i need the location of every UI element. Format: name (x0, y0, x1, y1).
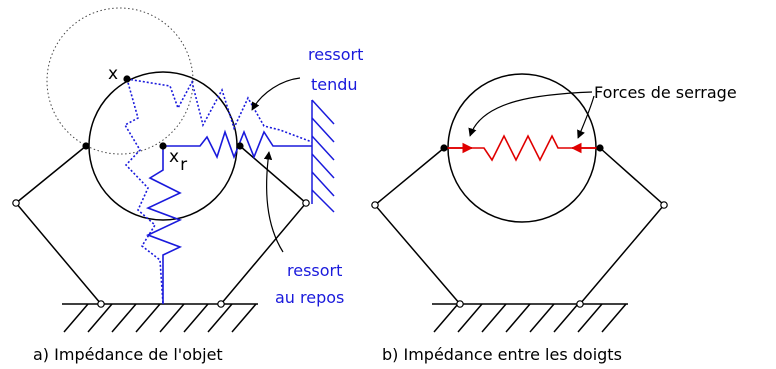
caption-b: b) Impédance entre les doigts (382, 345, 622, 364)
horizontal-spring-rest (163, 129, 312, 160)
vertical-spring-rest (145, 146, 183, 304)
joint-base-left-b (456, 300, 464, 308)
ground-right (432, 303, 628, 333)
panel-object-impedance: x xr ressort tendu ressort au repos a) I… (12, 7, 363, 364)
panel-finger-impedance: Forces de serrage b) Impédance entre les… (371, 73, 737, 364)
displaced-object-circle (46, 7, 194, 155)
contact-left-a (82, 142, 90, 150)
point-x-dot (123, 75, 131, 83)
arrow-to-rest-spring (263, 151, 284, 253)
contact-right-a (236, 142, 244, 150)
joint-base-right-b (576, 300, 584, 308)
finger-left-a (14, 145, 102, 305)
contact-left-b (440, 144, 448, 152)
label-spring-tense-1: ressort (308, 45, 363, 64)
label-clamping-forces: Forces de serrage (594, 83, 737, 102)
point-xr-dot (159, 142, 167, 150)
finger-spring (444, 134, 600, 162)
joint-elbow-right-a (302, 199, 310, 207)
horizontal-spring-tense (126, 78, 313, 143)
contact-right-b (596, 144, 604, 152)
arrow-to-tense-spring (251, 77, 301, 111)
joint-elbow-left-a (12, 199, 20, 207)
point-xr-label: xr (169, 147, 187, 175)
finger-left-b (373, 147, 461, 305)
label-spring-rest-2: au repos (275, 288, 344, 307)
joint-base-left-a (97, 300, 105, 308)
vertical-spring-tense (123, 78, 164, 305)
caption-a: a) Impédance de l'objet (33, 345, 223, 364)
point-xr-subscript: r (180, 155, 187, 175)
joint-elbow-right-b (660, 201, 668, 209)
arrow-forces-right (577, 95, 595, 139)
joint-elbow-left-b (371, 201, 379, 209)
ground-left (62, 303, 258, 333)
point-x-label: x (108, 64, 118, 84)
joint-base-right-a (217, 300, 225, 308)
arrow-forces-left (468, 91, 593, 137)
wall-right (311, 99, 335, 213)
label-spring-rest-1: ressort (287, 261, 342, 280)
label-spring-tense-2: tendu (311, 75, 358, 94)
